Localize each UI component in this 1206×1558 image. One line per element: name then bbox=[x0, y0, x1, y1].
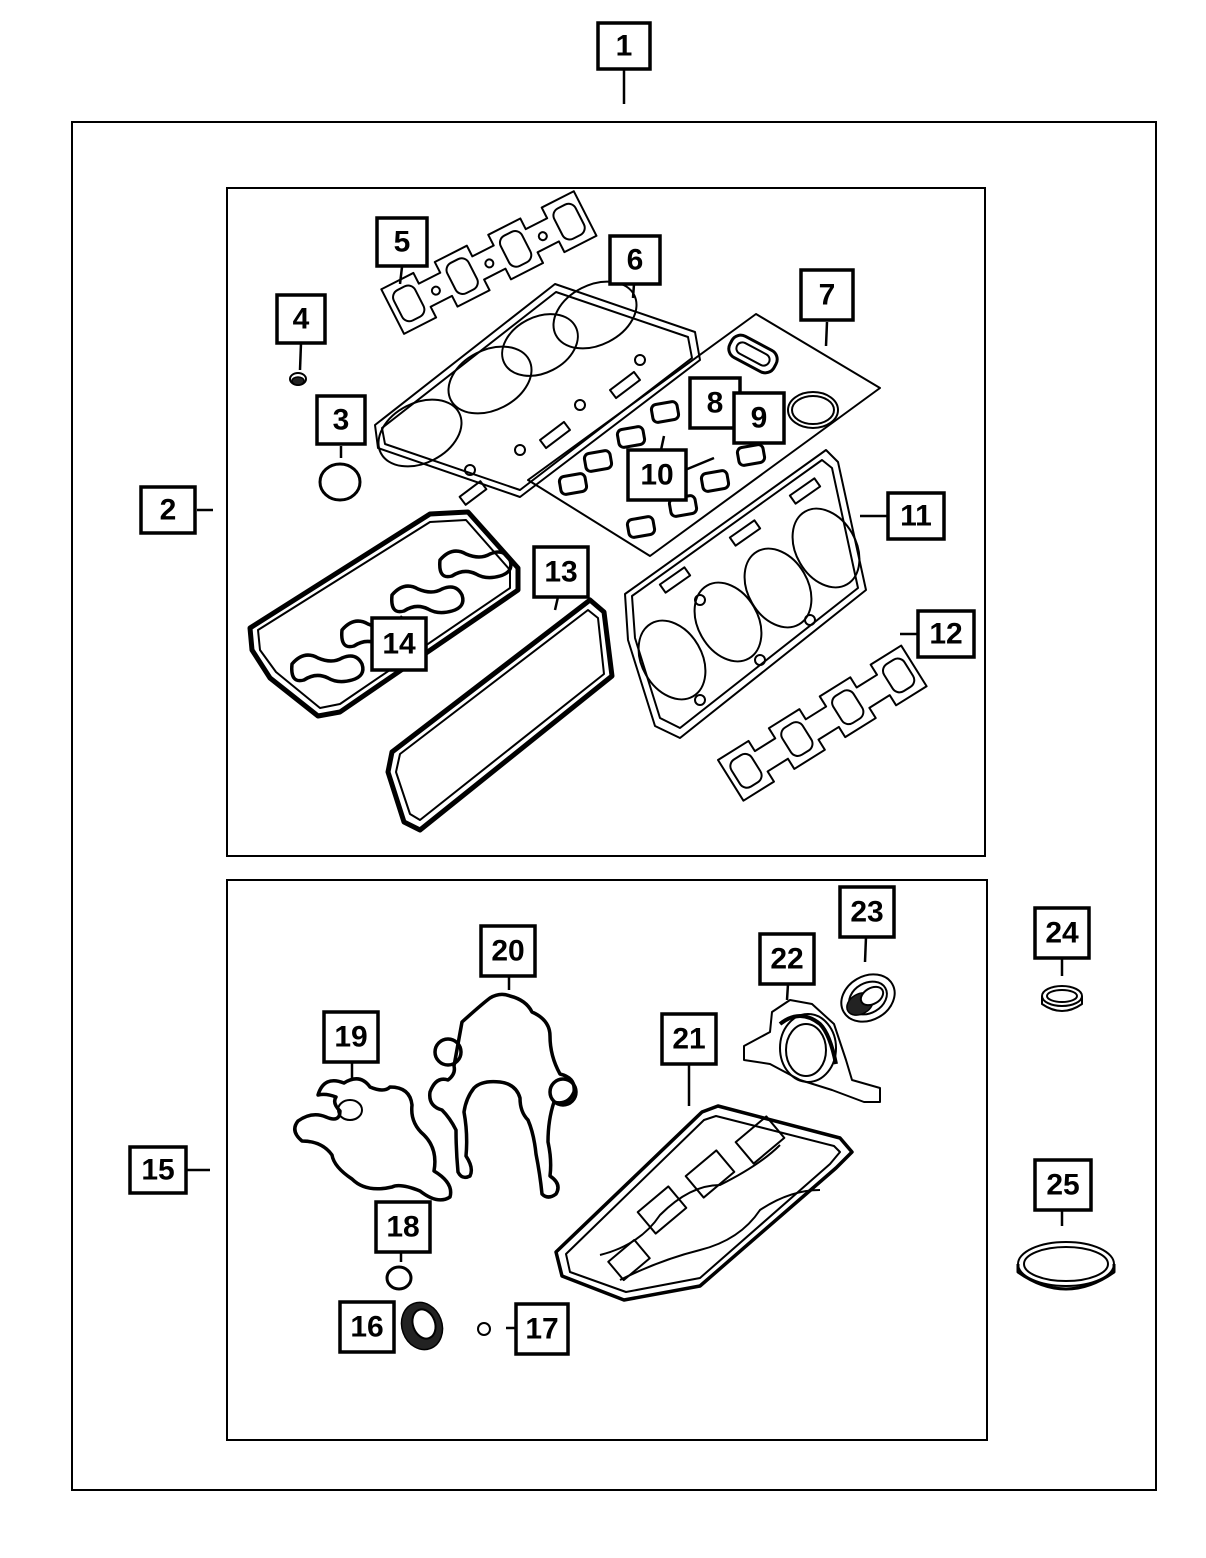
svg-text:3: 3 bbox=[333, 404, 350, 437]
callout-9: 9 bbox=[732, 391, 786, 445]
callout-8: 8 bbox=[688, 376, 742, 430]
svg-text:12: 12 bbox=[929, 618, 962, 651]
callout-20: 20 bbox=[479, 924, 537, 978]
callout-14: 14 bbox=[370, 616, 428, 672]
svg-text:23: 23 bbox=[850, 896, 883, 929]
svg-text:9: 9 bbox=[751, 402, 768, 435]
svg-text:16: 16 bbox=[350, 1311, 383, 1344]
cylinder-head-gasket-right bbox=[624, 449, 867, 739]
svg-text:2: 2 bbox=[160, 494, 177, 527]
callout-21: 21 bbox=[660, 1012, 718, 1066]
svg-text:15: 15 bbox=[141, 1154, 174, 1187]
svg-text:4: 4 bbox=[293, 303, 310, 336]
svg-text:18: 18 bbox=[386, 1211, 419, 1244]
large-seal-ring bbox=[1016, 1241, 1116, 1291]
callout-13: 13 bbox=[532, 545, 590, 599]
callout-16: 16 bbox=[338, 1300, 396, 1354]
water-pump-gasket bbox=[293, 1077, 453, 1202]
svg-text:8: 8 bbox=[707, 387, 724, 420]
small-seal-ring bbox=[1041, 985, 1083, 1012]
svg-text:5: 5 bbox=[394, 226, 411, 259]
svg-text:1: 1 bbox=[616, 30, 633, 63]
svg-text:21: 21 bbox=[672, 1023, 705, 1056]
outer-kit-frame bbox=[71, 121, 1157, 1491]
svg-text:25: 25 bbox=[1046, 1169, 1079, 1202]
callout-1: 1 bbox=[596, 21, 652, 71]
timing-cover-gasket bbox=[428, 992, 578, 1199]
callout-4: 4 bbox=[275, 293, 327, 345]
svg-text:24: 24 bbox=[1045, 917, 1079, 950]
callout-6: 6 bbox=[608, 234, 662, 286]
callout-2: 2 bbox=[139, 485, 197, 535]
callout-15: 15 bbox=[128, 1145, 188, 1195]
cylinder-head-gasket-left bbox=[374, 280, 701, 506]
exhaust-manifold-gasket-left bbox=[380, 190, 598, 335]
svg-text:13: 13 bbox=[544, 556, 577, 589]
callout-18: 18 bbox=[374, 1200, 432, 1254]
valve-cover-gasket-right bbox=[385, 597, 615, 833]
svg-text:19: 19 bbox=[334, 1021, 367, 1054]
callout-17: 17 bbox=[514, 1302, 570, 1356]
callouts: 1 2 3 4 5 6 7 8 9 10 11 12 13 14 15 16 1… bbox=[128, 21, 1093, 1356]
oil-pan-gasket bbox=[554, 1104, 854, 1302]
crankshaft-seal-rear bbox=[840, 973, 896, 1023]
callout-10: 10 bbox=[626, 448, 688, 502]
svg-text:6: 6 bbox=[627, 244, 644, 277]
rear-main-seal-retainer bbox=[743, 999, 881, 1103]
svg-text:20: 20 bbox=[491, 935, 524, 968]
o-ring-lower bbox=[385, 1265, 413, 1291]
lower-gasket-set-frame bbox=[226, 879, 988, 1441]
small-o-ring bbox=[477, 1322, 491, 1336]
callout-7: 7 bbox=[799, 268, 855, 322]
o-ring-left bbox=[318, 462, 362, 502]
svg-text:14: 14 bbox=[382, 628, 416, 661]
callout-23: 23 bbox=[838, 885, 896, 939]
callout-25: 25 bbox=[1033, 1158, 1093, 1212]
svg-text:22: 22 bbox=[770, 943, 803, 976]
svg-text:10: 10 bbox=[640, 459, 673, 492]
small-plug bbox=[289, 372, 307, 386]
callout-12: 12 bbox=[916, 609, 976, 659]
callout-11: 11 bbox=[886, 491, 946, 541]
svg-text:7: 7 bbox=[819, 279, 836, 312]
callout-22: 22 bbox=[758, 932, 816, 986]
intake-gasket-sheet bbox=[527, 313, 881, 557]
callout-5: 5 bbox=[375, 216, 429, 268]
callout-19: 19 bbox=[322, 1010, 380, 1064]
front-crankshaft-seal bbox=[400, 1301, 444, 1351]
exhaust-manifold-gasket-right bbox=[717, 644, 928, 802]
upper-gasket-set-frame bbox=[226, 187, 986, 857]
callout-3: 3 bbox=[315, 394, 367, 446]
callout-24: 24 bbox=[1033, 906, 1091, 960]
svg-text:11: 11 bbox=[900, 500, 932, 533]
svg-text:17: 17 bbox=[525, 1313, 558, 1346]
